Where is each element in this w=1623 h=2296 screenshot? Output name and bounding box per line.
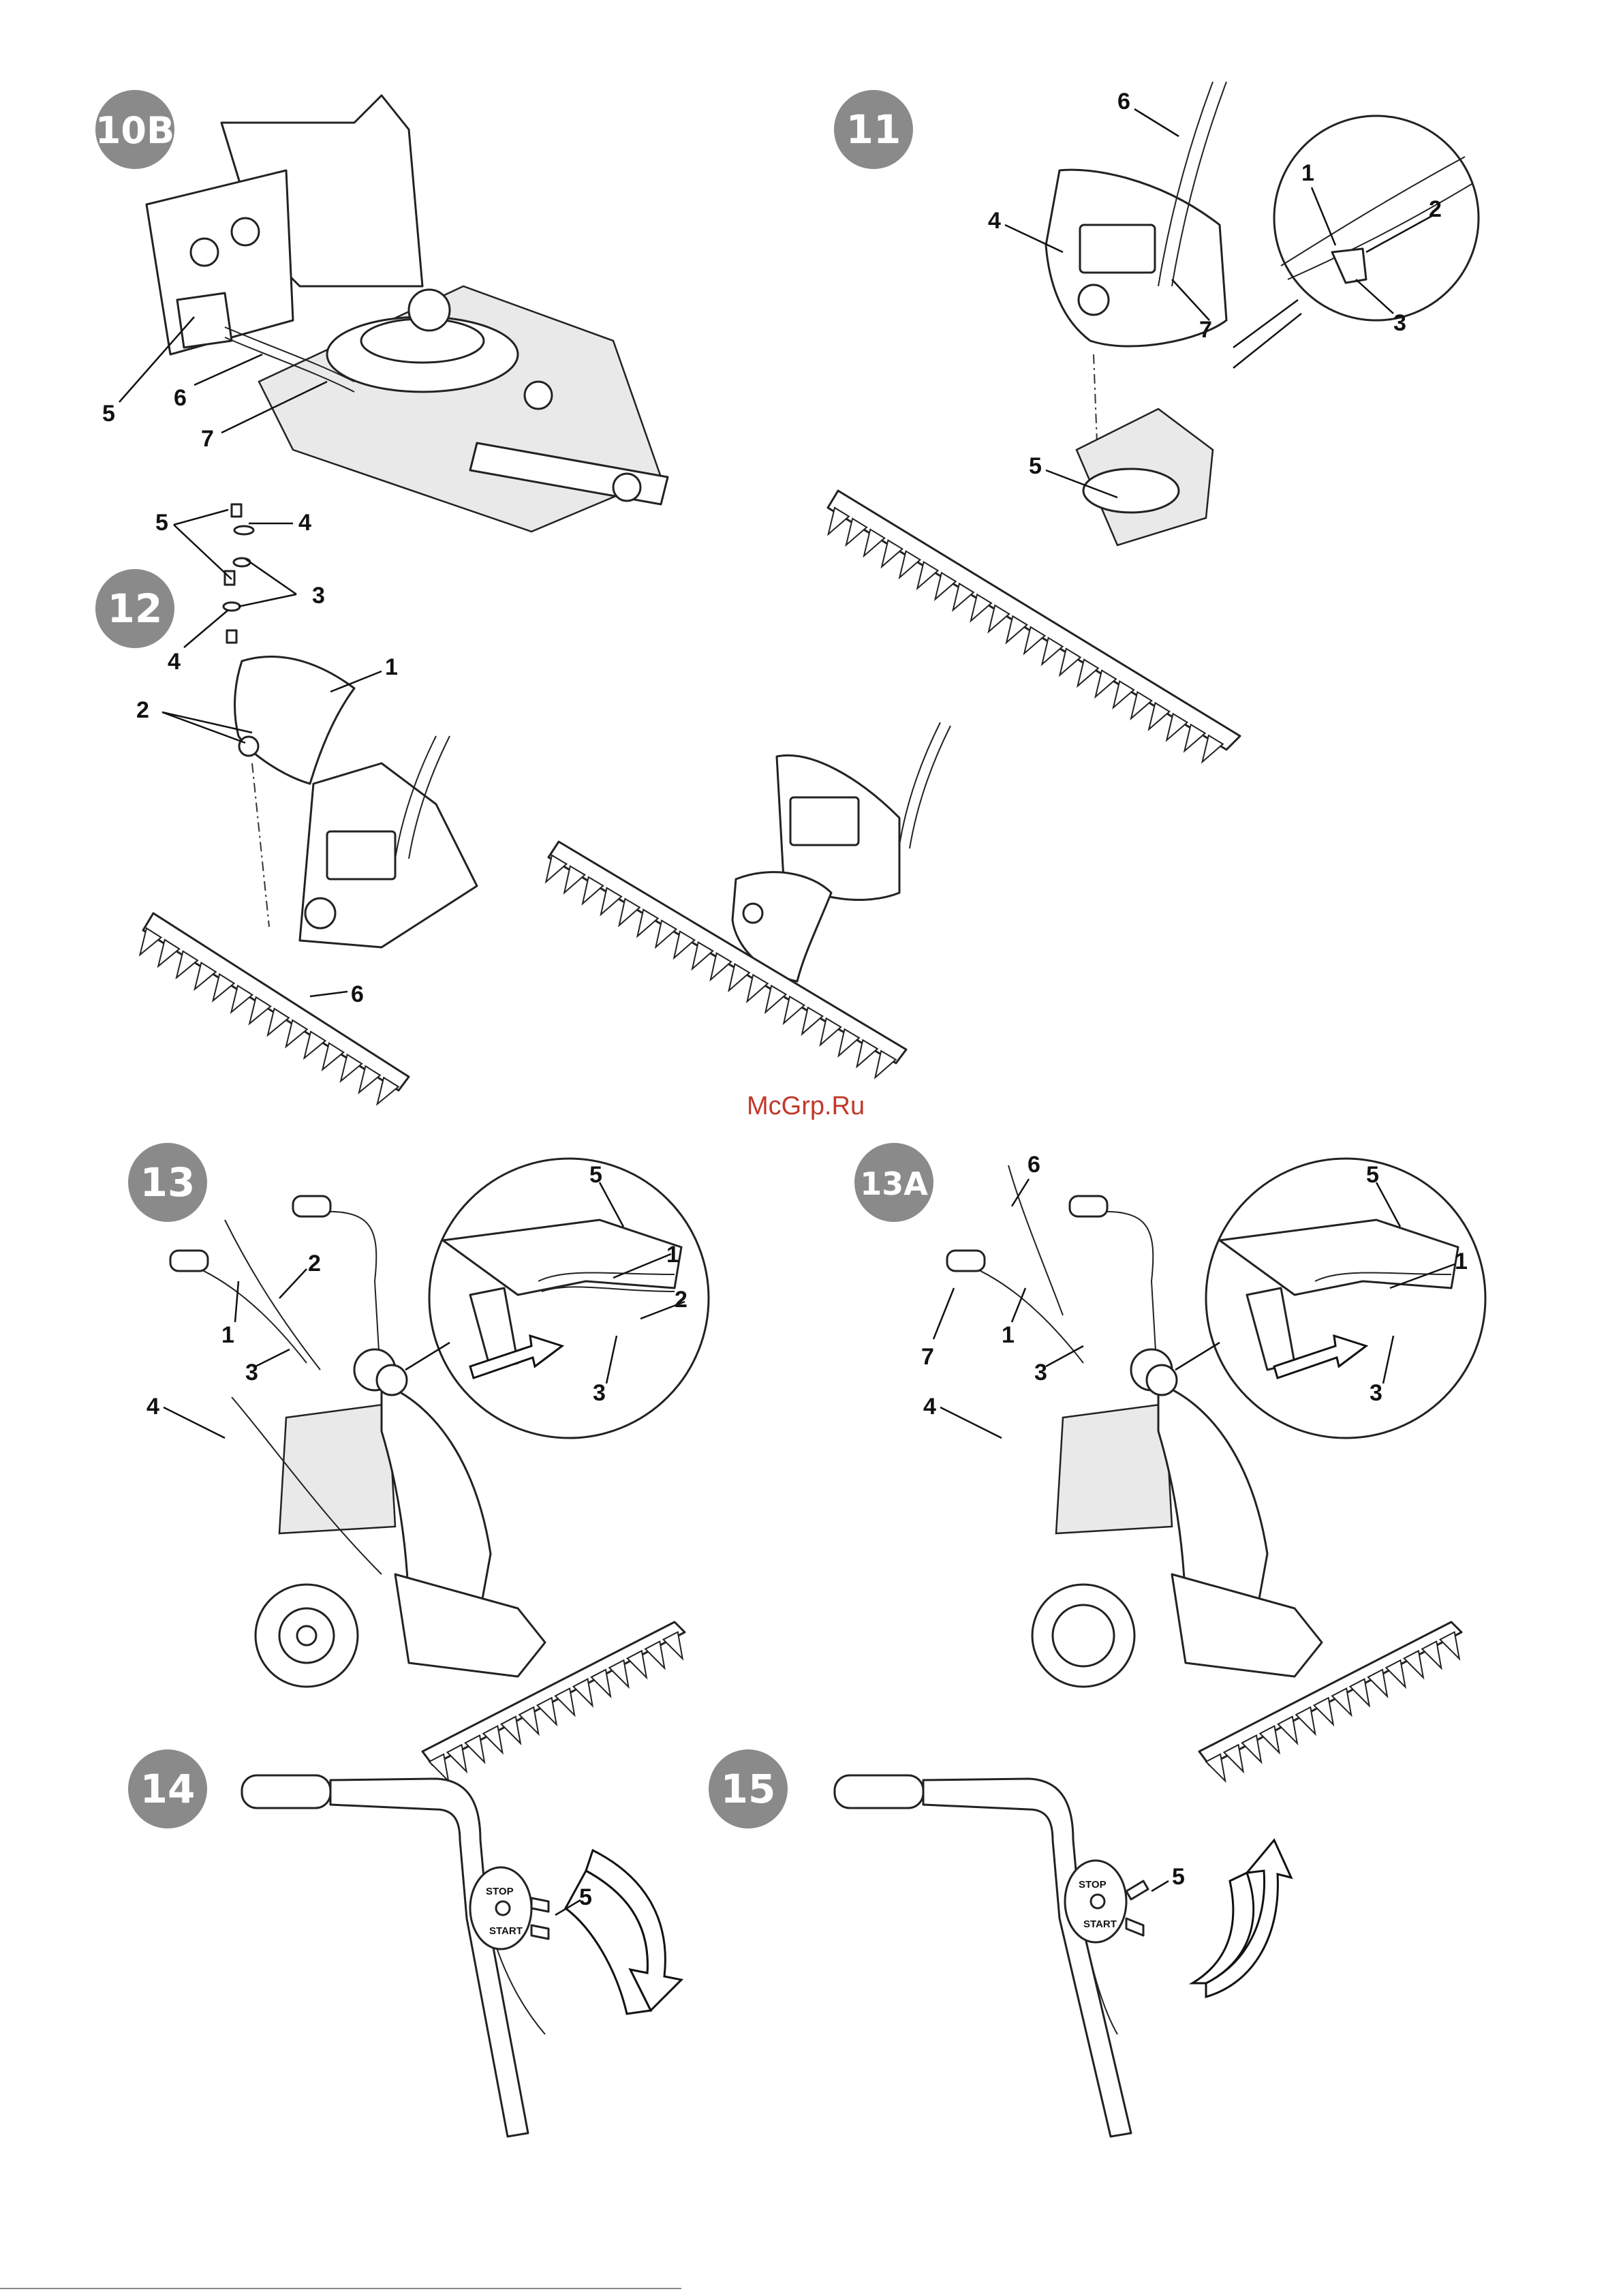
callout-label: 7 [201,426,214,452]
cutter-bar [828,491,1240,762]
figure-number: 10B [95,109,174,152]
callout-label: 5 [1029,453,1042,479]
figure-number: 13A [860,1165,928,1202]
callout-label: 5 [102,401,115,427]
watermark-text: McGrp.Ru [747,1092,865,1121]
zoom-detail [377,1159,709,1438]
callout-label: 6 [174,385,187,411]
callout-label: 2 [136,697,149,723]
figure-badge: 11 [834,90,913,169]
handlebar [835,1775,1131,2137]
figure-15: 15 STOP START 5 [709,1749,1291,2137]
callout-label: 7 [921,1344,934,1370]
figure-number: 11 [846,106,901,153]
callout-label: 3 [593,1380,606,1406]
figure-13: 13 [128,1143,709,1781]
callout-label: 4 [988,208,1001,234]
callout-label: 2 [308,1251,321,1276]
stop-start-switch: STOP START [1065,1861,1148,1942]
drive-unit-drawing [146,95,668,532]
figure-badge: 13A [854,1143,933,1222]
stop-label: STOP [1079,1879,1107,1891]
rotate-arrow-icon [1192,1840,1291,1997]
callout-label: 2 [1429,196,1442,222]
figure-12: 12 [95,504,950,1104]
callout-label: 1 [666,1242,679,1268]
callout-label: 1 [385,654,398,680]
figure-badge: 13 [128,1143,207,1222]
stop-label: STOP [486,1886,514,1897]
blade-assembly-right [546,722,950,1077]
figure-badge: 12 [95,569,174,648]
callout-label: 3 [1034,1360,1047,1386]
figure-10b: 10B 5 6 7 [95,90,668,532]
callout-label: 5 [1172,1864,1185,1890]
stop-start-switch: STOP START [470,1867,548,1949]
callout-label: 5 [589,1162,602,1188]
blade-assembly-left [140,736,477,1104]
figure-number: 14 [140,1766,196,1812]
callout-label: 4 [146,1394,159,1420]
callout-label: 6 [1027,1152,1040,1178]
callout-label: 3 [312,583,325,609]
start-label: START [489,1925,523,1937]
figure-14: 14 STOP START 5 [128,1749,681,2137]
callout-label: 3 [245,1360,258,1386]
callout-label: 1 [1002,1322,1015,1348]
callout-label: 6 [351,981,364,1007]
callout-label: 1 [221,1322,234,1348]
figure-badge: 14 [128,1749,207,1828]
hardware-stack [223,504,253,643]
zoom-detail [1147,1159,1485,1438]
figure-badge: 10B [95,90,174,169]
figure-number: 15 [721,1766,776,1812]
callout-label: 4 [298,510,311,536]
callout-label: 5 [579,1884,592,1910]
callout-label: 7 [1199,317,1212,343]
figure-number: 12 [108,585,163,632]
start-label: START [1083,1918,1117,1930]
callout-label: 1 [1455,1249,1468,1274]
callout-label: 4 [168,649,181,675]
zoom-detail [1233,116,1479,368]
callout-label: 2 [675,1287,687,1313]
figure-badge: 15 [709,1749,788,1828]
callout-label: 3 [1370,1380,1382,1406]
figure-11: 11 [828,82,1479,762]
handlebar [242,1775,545,2137]
callout-label: 5 [155,510,168,536]
figure-13a: 13A [854,1143,1485,1781]
callout-label: 5 [1366,1162,1379,1188]
figure-number: 13 [140,1159,196,1206]
callout-label: 4 [923,1394,936,1420]
callout-label: 3 [1393,310,1406,336]
callout-label: 6 [1117,89,1130,114]
blade-guard-drawing [1046,82,1226,545]
callout-leader [1151,1881,1169,1891]
rotate-arrow-icon [566,1850,681,2014]
callout-label: 1 [1301,160,1314,186]
